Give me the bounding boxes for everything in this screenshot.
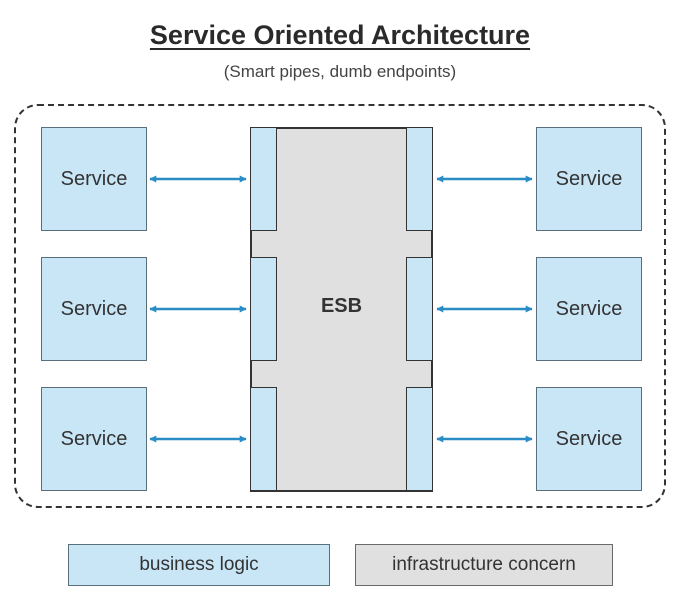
system-boundary — [14, 104, 666, 508]
legend-business-logic: business logic — [68, 544, 330, 586]
legend-infrastructure-concern: infrastructure concern — [355, 544, 613, 586]
service-right-1: Service — [536, 127, 642, 231]
diagram-subtitle: (Smart pipes, dumb endpoints) — [223, 62, 457, 81]
esb-bus: ESB — [250, 127, 433, 492]
diagram-title: Service Oriented Architecture — [149, 20, 531, 50]
esb-adapter-right-1 — [406, 127, 433, 231]
esb-adapter-left-3 — [250, 387, 277, 491]
esb-adapter-right-3 — [406, 387, 433, 491]
esb-adapter-left-1 — [250, 127, 277, 231]
esb-adapter-right-2 — [406, 257, 433, 361]
service-left-2: Service — [41, 257, 147, 361]
esb-adapter-left-2 — [250, 257, 277, 361]
service-left-3: Service — [41, 387, 147, 491]
service-right-3: Service — [536, 387, 642, 491]
esb-label: ESB — [320, 295, 363, 317]
service-right-2: Service — [536, 257, 642, 361]
service-left-1: Service — [41, 127, 147, 231]
